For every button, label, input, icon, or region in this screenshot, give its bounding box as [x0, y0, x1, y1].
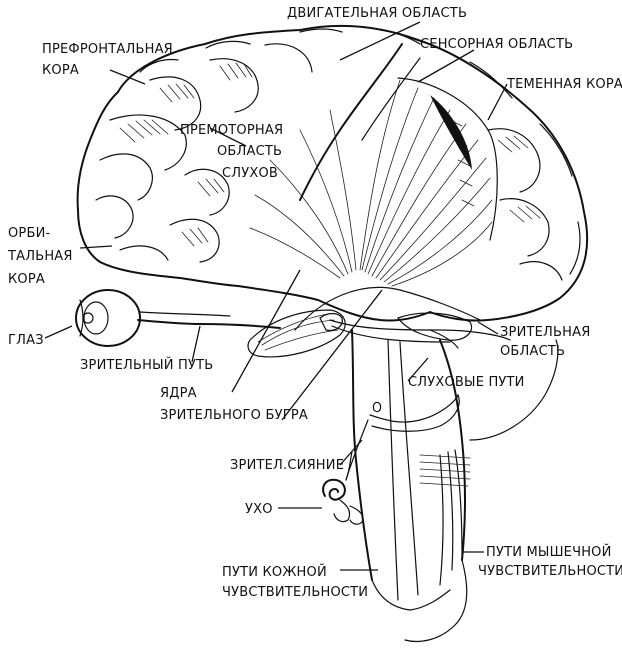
label-orbital-line1: ОРБИ-: [8, 226, 51, 241]
label-skin-line2: ЧУВСТВИТЕЛЬНОСТИ: [222, 585, 368, 600]
label-thalamus-line2: ЗРИТЕЛЬНОГО БУГРА: [160, 408, 308, 423]
label-optic-radiation: ЗРИТЕЛ.СИЯНИЕ: [230, 458, 344, 473]
ear: [322, 451, 364, 525]
label-visual-area-line2: ОБЛАСТЬ: [500, 344, 565, 359]
leader-lines: [44, 21, 508, 571]
cortex-gyri: [95, 43, 563, 281]
label-prefrontal-line1: ПРЕФРОНТАЛЬНАЯ: [42, 42, 173, 57]
thalamus: [247, 309, 473, 358]
brain-outline: [76, 24, 589, 322]
optic-nerve: [137, 311, 281, 329]
label-sensory-area: СЕНСОРНАЯ ОБЛАСТЬ: [420, 37, 573, 52]
label-premotor-line2: ОБЛАСТЬ: [217, 144, 282, 159]
label-orbital-line2: ТАЛЬНАЯ: [7, 249, 73, 264]
label-thalamus-line1: ЯДРА: [160, 386, 197, 401]
label-parietal: ТЕМЕННАЯ КОРА: [506, 77, 622, 92]
label-skin-line1: ПУТИ КОЖНОЙ: [222, 564, 327, 580]
labels: ДВИГАТЕЛЬНАЯ ОБЛАСТЬ СЕНСОРНАЯ ОБЛАСТЬ П…: [7, 6, 622, 600]
label-premotor-line1: ПРЕМОТОРНАЯ: [180, 123, 283, 138]
label-auditory-paths: СЛУХОВЫЕ ПУТИ: [408, 375, 525, 390]
fiber-fan: [249, 77, 498, 287]
label-optic-path: ЗРИТЕЛЬНЫЙ ПУТЬ: [80, 357, 213, 373]
brainstem: [345, 329, 559, 643]
label-eye: ГЛАЗ: [8, 333, 44, 348]
label-orbital-line3: КОРА: [8, 272, 45, 287]
label-motor-area: ДВИГАТЕЛЬНАЯ ОБЛАСТЬ: [287, 6, 467, 21]
label-muscle-line2: ЧУВСТВИТЕЛЬНОСТИ: [478, 564, 622, 579]
label-ear: УХО: [245, 502, 273, 517]
label-muscle-line1: ПУТИ МЫШЕЧНОЙ: [486, 544, 612, 560]
label-visual-area-line1: ЗРИТЕЛЬНАЯ: [500, 325, 590, 340]
label-premotor-line3: СЛУХОВ: [222, 166, 278, 181]
eye: [75, 289, 141, 347]
label-prefrontal-line2: КОРА: [42, 63, 79, 78]
optic-radiation-fibers: [294, 286, 511, 343]
